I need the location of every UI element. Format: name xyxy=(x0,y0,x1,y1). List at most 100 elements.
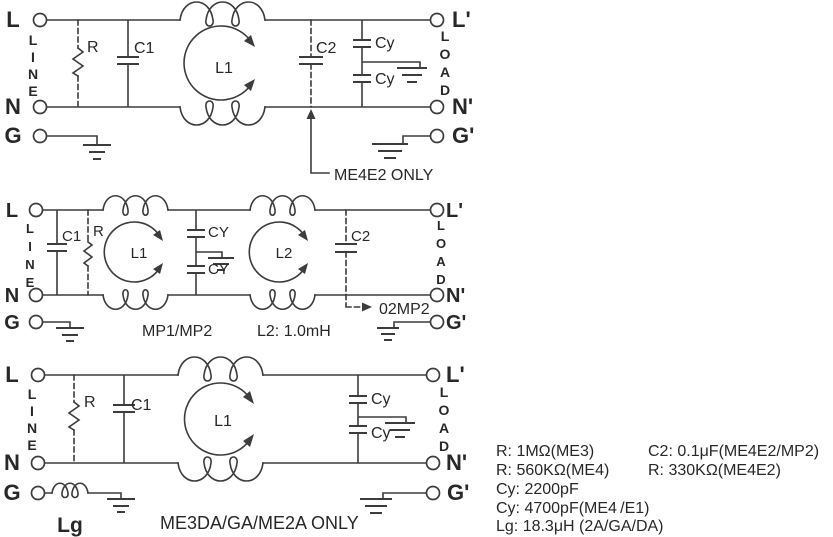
wires xyxy=(41,209,432,329)
terminal-label-g-prime: G' xyxy=(452,123,474,148)
line-letter: I xyxy=(31,49,35,65)
line-letter: L xyxy=(26,221,34,236)
line-letter: L xyxy=(29,32,38,48)
component-label-c1: C1 xyxy=(131,397,152,414)
component-label-cy-top: Cy xyxy=(375,35,395,52)
load-letter: O xyxy=(436,236,446,251)
arrowhead-icon xyxy=(153,230,163,241)
load-letter: A xyxy=(436,254,446,269)
load-letter: A xyxy=(440,64,450,80)
terminal-label-l: L xyxy=(5,362,18,387)
terminal-label-g: G xyxy=(3,480,20,505)
line-letter: I xyxy=(28,239,32,254)
terminal-label-l-prime: L' xyxy=(446,362,465,387)
terminal-label-n: N xyxy=(5,94,21,119)
arrowhead-icon xyxy=(298,263,308,274)
component-label-cy-top: Cy xyxy=(371,391,391,408)
component-label-cy-bottom: Cy xyxy=(371,425,391,442)
line-letter: E xyxy=(28,83,37,99)
line-letter: N xyxy=(25,257,34,272)
terminal-label-n-prime: N' xyxy=(446,450,467,475)
inductor-l1-winding xyxy=(179,1,266,126)
component-label-c1: C1 xyxy=(62,228,81,245)
terminal-label-g: G xyxy=(4,312,20,334)
value-line: Lg: 18.3μH (2A/GA/DA) xyxy=(496,518,664,535)
terminal-label-g-prime: G' xyxy=(446,312,466,334)
component-label-cy-bottom: CY xyxy=(208,261,229,278)
terminal-l xyxy=(32,12,48,28)
note-arrowhead-icon xyxy=(362,302,372,312)
terminal-g xyxy=(30,485,46,501)
terminal-n xyxy=(30,455,46,471)
inductor-l1-winding xyxy=(177,356,264,482)
line-letter: I xyxy=(30,403,34,419)
ground-symbol-cy-junction xyxy=(208,257,234,271)
component-label-c2: C2 xyxy=(316,40,337,57)
ground-symbol-lg xyxy=(107,498,135,513)
ground-symbol-cy-junction xyxy=(385,422,415,438)
load-letter: L xyxy=(437,218,445,233)
line-letter: N xyxy=(28,66,38,82)
component-label-c1: C1 xyxy=(134,40,155,57)
line-letter: E xyxy=(27,437,36,453)
terminal-g xyxy=(28,314,44,330)
terminal-l xyxy=(30,367,46,383)
terminal-n-prime xyxy=(429,287,445,303)
inductor-l1-winding xyxy=(102,194,169,311)
ground-symbol-gprime xyxy=(372,143,408,159)
ground-symbol-gprime xyxy=(360,498,392,514)
component-label-r: R xyxy=(93,223,104,240)
terminal-label-n: N xyxy=(4,450,20,475)
note-02mp2: 02MP2 xyxy=(379,301,430,318)
terminal-n xyxy=(32,99,48,115)
capacitor-plates xyxy=(47,229,357,274)
terminal-l-prime xyxy=(429,12,445,28)
component-label-l1: L1 xyxy=(214,413,232,430)
value-line: Cy: 2200pF xyxy=(496,481,579,498)
arrowhead-icon xyxy=(243,391,254,404)
component-label-l2: L2 xyxy=(276,245,293,262)
value-line: C2: 0.1μF(ME4E2/MP2) xyxy=(648,443,819,460)
winding-direction-arrow-l1 xyxy=(103,221,161,283)
resistor-r-zigzag xyxy=(82,240,94,268)
arrowhead-icon xyxy=(153,263,163,274)
component-label-l1: L1 xyxy=(215,60,233,77)
terminal-label-g-prime: G' xyxy=(447,480,469,505)
component-values-list: R: 1MΩ(ME3) R: 560KΩ(ME4) Cy: 2200pF Cy:… xyxy=(496,443,819,535)
ground-symbol-cy-junction xyxy=(397,67,427,83)
terminal-g-prime xyxy=(429,314,445,330)
inductor-l2-winding xyxy=(249,194,316,311)
terminal-n-prime xyxy=(425,455,441,471)
terminal-label-l: L xyxy=(6,200,18,222)
terminal-label-n-prime: N' xyxy=(452,94,473,119)
note-me4e2-only: ME4E2 ONLY xyxy=(334,167,434,184)
note-me3da-only: ME3DA/GA/ME2A ONLY xyxy=(160,513,359,533)
component-label-r: R xyxy=(87,39,99,56)
ground-symbol-g xyxy=(56,327,84,342)
resistor-r-zigzag xyxy=(67,400,81,432)
load-letter: O xyxy=(440,46,451,62)
ground-symbol-gprime xyxy=(377,327,399,341)
load-letter: L xyxy=(441,28,450,44)
arrowhead-icon xyxy=(244,35,255,47)
note-arrowhead-icon xyxy=(306,109,316,119)
load-letter: L xyxy=(440,384,449,400)
load-letter: D xyxy=(440,82,450,98)
value-line: R: 330KΩ(ME4E2) xyxy=(648,462,781,479)
circuit-top: L N G L' N' G' L I N E L O A D R C1 L1 C… xyxy=(4,1,474,184)
terminal-g-prime xyxy=(429,128,445,144)
value-line: R: 560KΩ(ME4) xyxy=(496,462,609,479)
line-letter: E xyxy=(26,275,35,290)
capacitor-c2-dashed-leads xyxy=(345,209,363,308)
capacitor-plates xyxy=(117,39,371,83)
load-letter: A xyxy=(439,420,449,436)
terminal-l-prime xyxy=(425,367,441,383)
value-line: R: 1MΩ(ME3) xyxy=(496,443,594,460)
wires xyxy=(43,374,428,500)
winding-direction-arrow xyxy=(183,382,251,456)
winding-direction-arrow xyxy=(183,25,252,101)
circuit-bottom: L N G L' N' G' L I N E L O A D R C1 L1 C… xyxy=(3,356,469,537)
component-label-lg: Lg xyxy=(57,514,83,537)
